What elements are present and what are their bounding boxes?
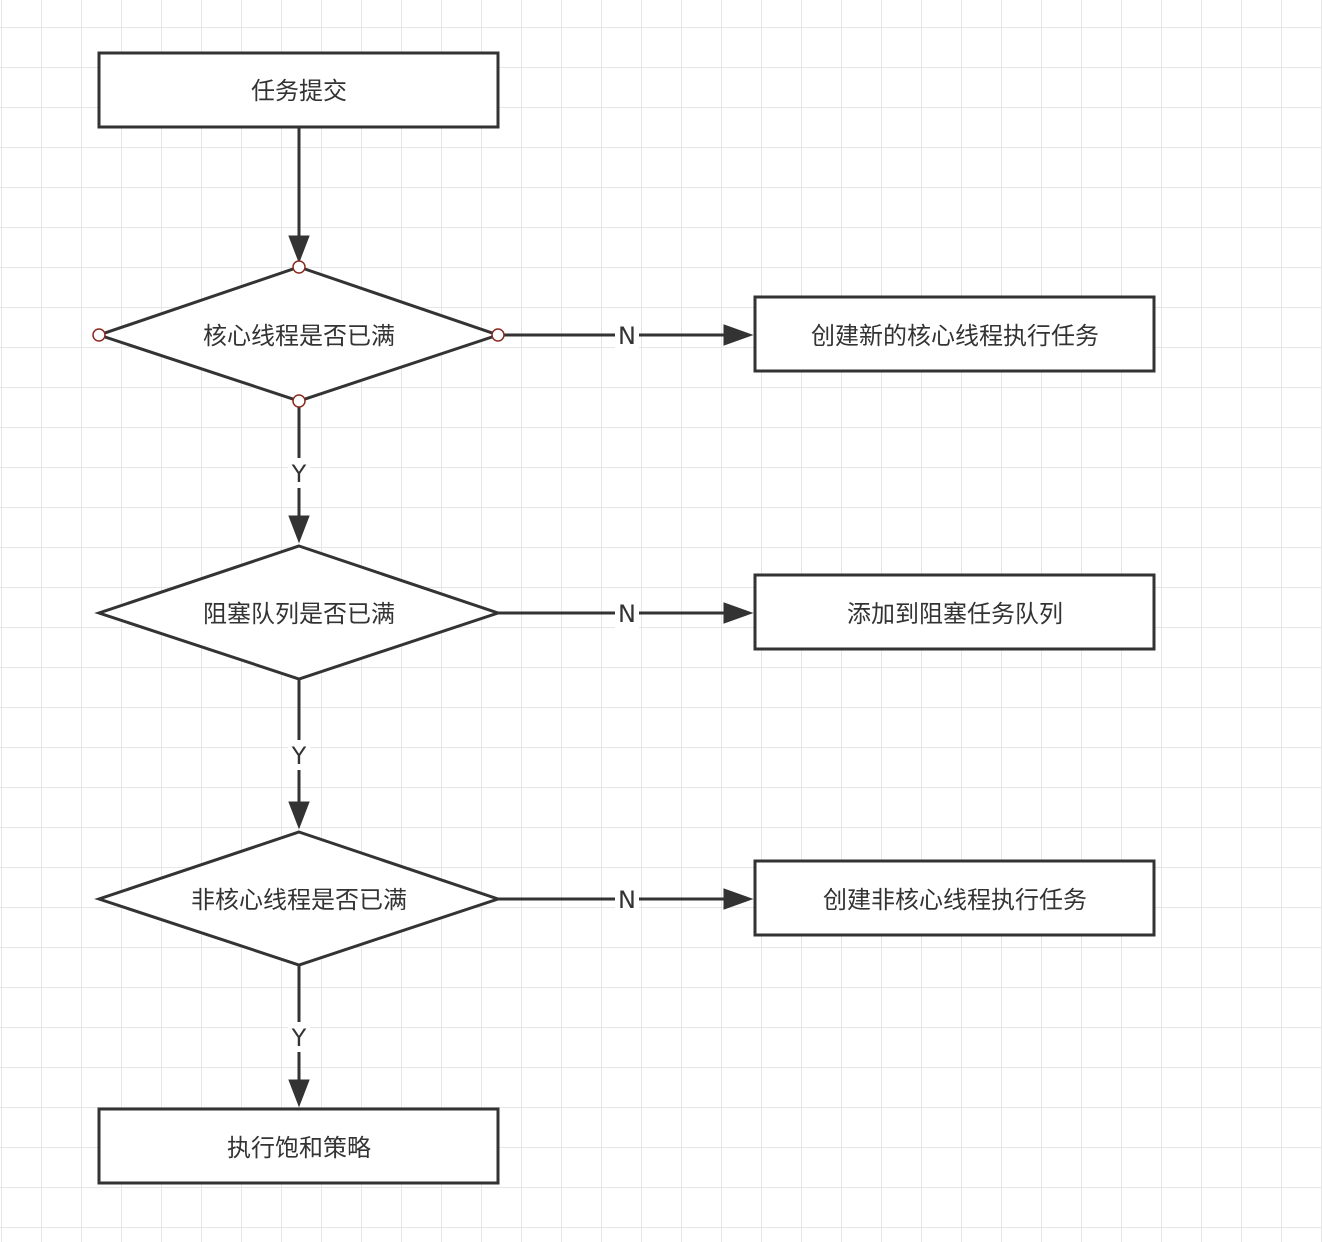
process-box: [97, 51, 500, 129]
node-core-threads-full-decision[interactable]: 核心线程是否已满: [92, 260, 505, 408]
connection-handle-top[interactable]: [292, 260, 306, 274]
node-add-to-queue[interactable]: 添加到阻塞任务队列: [753, 573, 1156, 651]
node-rejection-policy[interactable]: 执行饱和策略: [97, 1107, 500, 1185]
arrowhead: [723, 602, 754, 624]
arrowhead: [723, 324, 754, 346]
node-queue-full-decision[interactable]: 阻塞队列是否已满: [94, 544, 503, 681]
node-label: 任务提交: [251, 77, 347, 105]
arrowhead: [288, 235, 310, 264]
process-box: [753, 859, 1156, 937]
node-create-noncore-thread[interactable]: 创建非核心线程执行任务: [753, 859, 1156, 937]
arrowhead: [288, 1079, 310, 1108]
edge-label-bg: [288, 1022, 310, 1052]
node-create-core-thread[interactable]: 创建新的核心线程执行任务: [753, 295, 1156, 373]
arrowhead: [288, 515, 310, 544]
process-box: [97, 1107, 500, 1185]
edge-label-yes: Y: [291, 1024, 307, 1052]
process-box: [753, 573, 1156, 651]
edge-label-yes: Y: [291, 460, 307, 488]
node-noncore-threads-full-decision[interactable]: 非核心线程是否已满: [94, 830, 503, 967]
edge-label-bg: [288, 458, 310, 488]
edge-label-yes: Y: [291, 742, 307, 770]
node-label: 非核心线程是否已满: [191, 886, 407, 914]
edge-label-no: N: [618, 886, 636, 914]
connection-handle-right[interactable]: [491, 328, 505, 342]
connection-handle-left[interactable]: [92, 328, 106, 342]
decision-diamond: [94, 830, 503, 967]
edge-label-no: N: [618, 600, 636, 628]
process-box: [753, 295, 1156, 373]
arrowhead: [288, 801, 310, 830]
connection-handle-bottom[interactable]: [292, 394, 306, 408]
arrowhead: [723, 888, 754, 910]
edge-label-bg: [615, 322, 639, 350]
edge-label-bg: [615, 600, 639, 628]
edge-label-bg: [288, 740, 310, 770]
node-task-submit[interactable]: 任务提交: [97, 51, 500, 129]
node-label: 执行饱和策略: [227, 1134, 371, 1162]
node-label: 阻塞队列是否已满: [203, 600, 395, 628]
decision-diamond: [94, 544, 503, 681]
node-label: 核心线程是否已满: [203, 322, 395, 350]
node-label: 创建非核心线程执行任务: [823, 886, 1087, 914]
edge-label-bg: [615, 886, 639, 914]
node-label: 添加到阻塞任务队列: [847, 600, 1063, 628]
node-label: 创建新的核心线程执行任务: [811, 322, 1099, 350]
edge-label-no: N: [618, 322, 636, 350]
